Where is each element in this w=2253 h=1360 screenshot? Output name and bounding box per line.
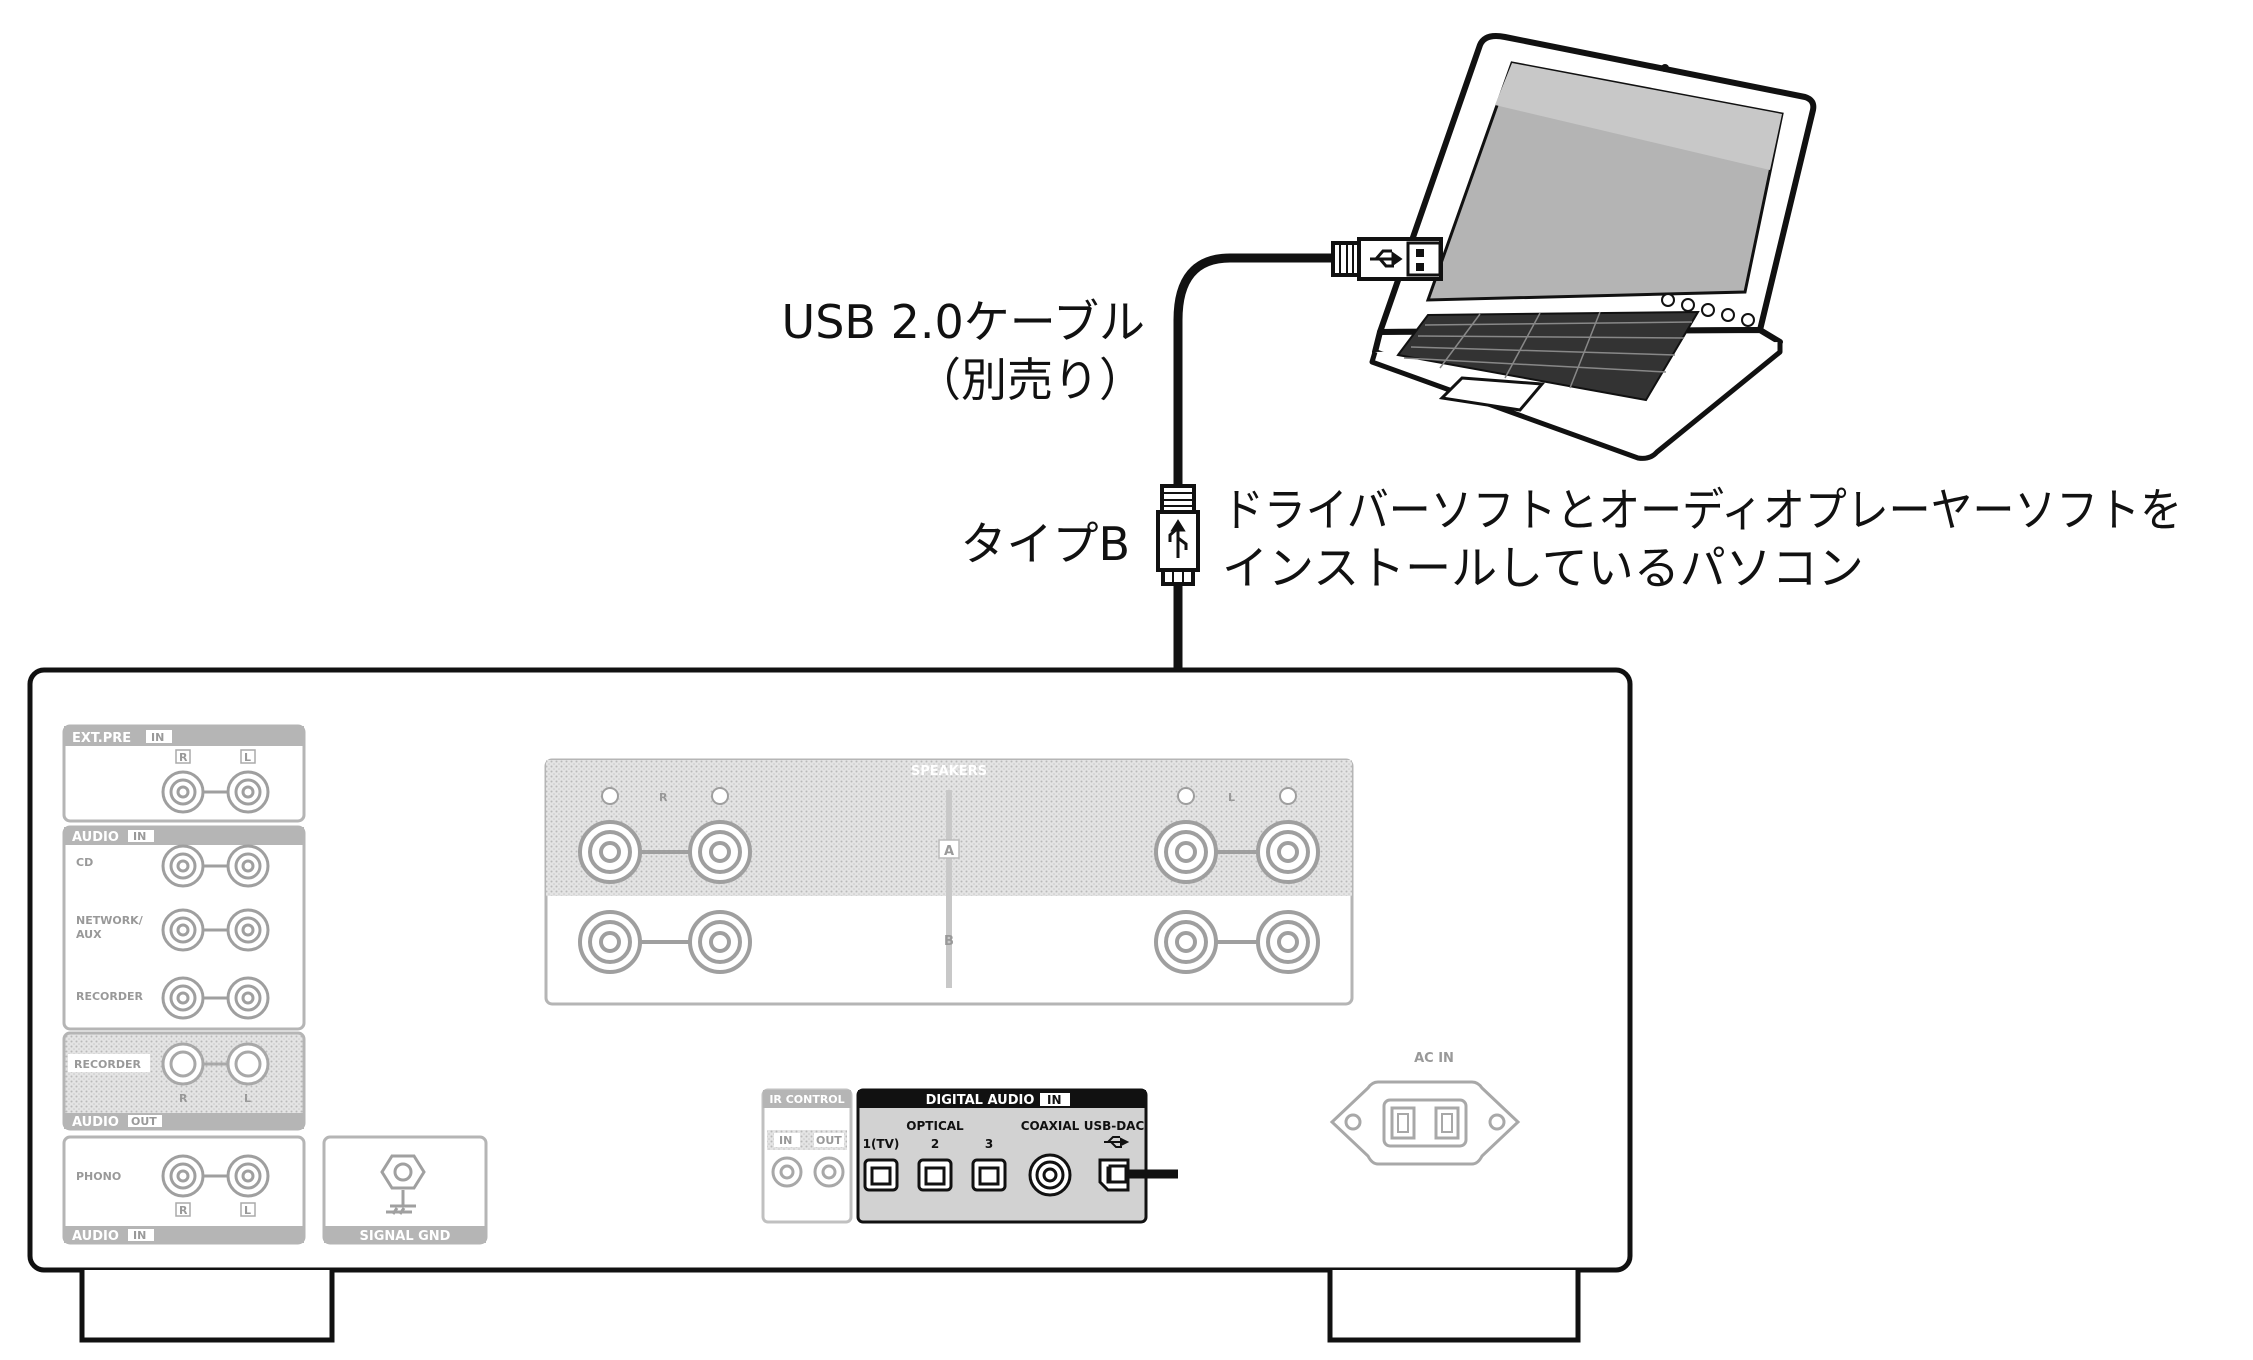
phono-l: L [244,1204,251,1217]
ext-pre-l: L [244,751,251,764]
audio-in-section: AUDIO IN CD NETWORK/ AUX RECORDER [62,825,306,1031]
signal-gnd-label: SIGNAL GND [360,1229,451,1244]
speakers-section: SPEAKERS A B R L [544,758,1354,1006]
ir-control-section: IR CONTROL IN OUT [761,1088,853,1224]
audio-out-badge: OUT [131,1115,157,1128]
digital-audio-in-badge: IN [1047,1093,1062,1107]
recorder-in-label: RECORDER [76,990,144,1003]
usb-symbol-icon [1370,249,1403,268]
type-b-label: タイプB [960,517,1130,571]
ac-in-section: AC IN [1329,1051,1521,1166]
digital-audio-in-section: DIGITAL AUDIO IN OPTICAL 1(TV) 2 3 COAXI… [856,1088,1148,1224]
audio-out-section: RECORDER R L AUDIO OUT [62,1031,306,1131]
speakers-heading: SPEAKERS [911,764,987,779]
optical-3-label: 3 [985,1137,993,1151]
usb-a-plug-icon [1331,237,1443,281]
digital-audio-heading: DIGITAL AUDIO [926,1093,1035,1108]
usb-dac-label: USB-DAC [1084,1119,1145,1133]
usb-cable [1173,253,1345,1174]
audio-out-r: R [179,1092,188,1105]
coaxial-label: COAXIAL [1021,1119,1080,1133]
optical-1-label: 1(TV) [863,1137,900,1151]
pc-description-label: インストールしているパソコン [1222,541,1864,595]
ext-pre-r: R [179,751,188,764]
laptop-icon [1369,33,1817,461]
optical-label: OPTICAL [906,1119,964,1133]
audio-in-badge: IN [133,830,146,843]
audio-out-l: L [244,1092,251,1105]
ac-in-label: AC IN [1414,1051,1454,1066]
pc-requirement-label: ドライバーソフトとオーディオプレーヤーソフトを [1222,483,2182,537]
ir-control-heading: IR CONTROL [769,1093,844,1106]
speakers-b-label: B [944,934,954,949]
network-label: NETWORK/ [76,914,144,927]
usb-b-plug-icon [1156,484,1200,586]
ext-pre-heading: EXT.PRE [72,731,131,746]
cd-label: CD [76,856,93,869]
ir-out-badge: OUT [816,1134,842,1147]
ground-icon [380,1154,426,1215]
cable-optional-label: （別売り） [915,353,1145,407]
phono-r: R [179,1204,188,1217]
recorder-out-label: RECORDER [74,1058,142,1071]
speakers-l-label: L [1228,791,1235,804]
phono-section: PHONO R L AUDIO IN [62,1135,306,1245]
audio-in-heading: AUDIO [72,830,119,845]
audio-out-heading: AUDIO [72,1115,119,1130]
ir-in-badge: IN [779,1134,792,1147]
optical-2-label: 2 [931,1137,939,1151]
ext-pre-in-section: EXT.PRE IN R L [62,724,306,823]
speakers-r-label: R [659,791,668,804]
cable-label: USB 2.0ケーブル [782,295,1145,349]
usb-symbol-icon [1104,1136,1130,1148]
signal-gnd-section: SIGNAL GND [322,1135,488,1245]
aux-label: AUX [76,928,102,941]
phono-in-badge: IN [133,1229,146,1242]
phono-label: PHONO [76,1170,121,1183]
phono-audio-heading: AUDIO [72,1229,119,1244]
speakers-a-label: A [944,844,954,859]
ext-pre-in-badge: IN [151,731,164,744]
